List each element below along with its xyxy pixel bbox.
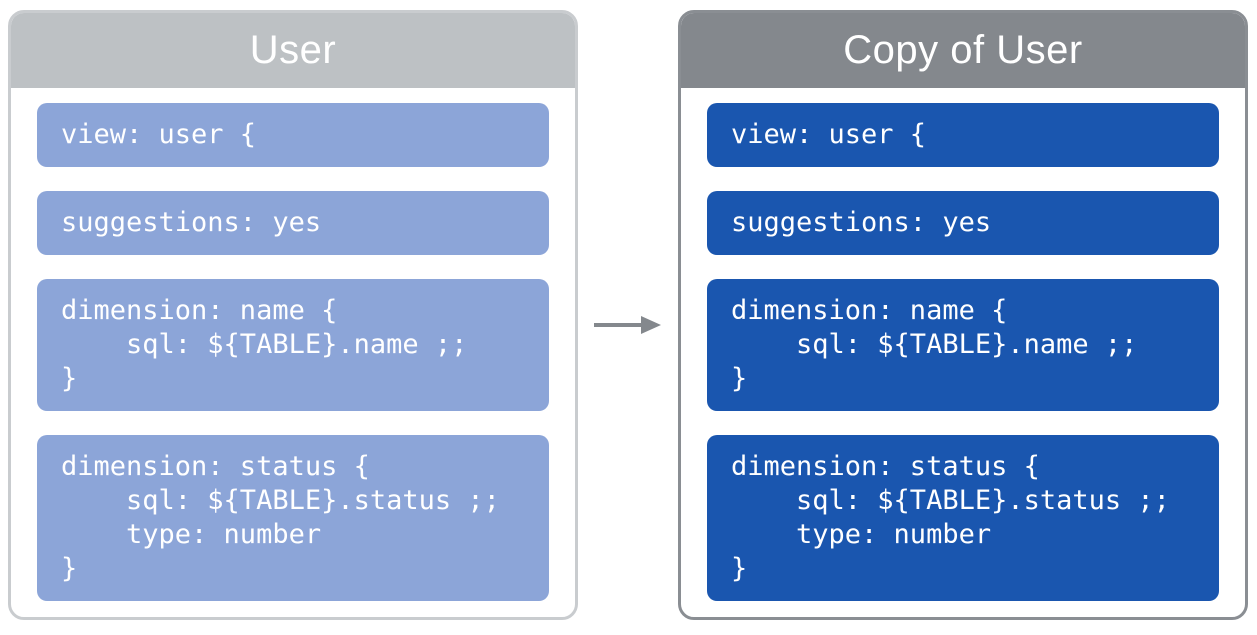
right-arrow-icon xyxy=(593,313,663,337)
code-line: suggestions: yes xyxy=(61,207,322,238)
code-block-dimension-name: dimension: name { sql: ${TABLE}.name ;; … xyxy=(707,279,1219,411)
panel-user: User view: user { suggestions: yes dimen… xyxy=(8,10,578,620)
panel-copy-of-user: Copy of User view: user { suggestions: y… xyxy=(678,10,1248,620)
code-line: dimension: status { xyxy=(731,451,1040,482)
code-line: dimension: status { xyxy=(61,451,370,482)
code-block-dimension-name: dimension: name { sql: ${TABLE}.name ;; … xyxy=(37,279,549,411)
code-line: } xyxy=(731,363,748,394)
code-line: } xyxy=(61,363,78,394)
panel-copy-of-user-header: Copy of User xyxy=(681,13,1245,88)
panel-user-body: view: user { suggestions: yes dimension:… xyxy=(11,88,575,617)
code-block-view: view: user { xyxy=(707,103,1219,167)
code-block-view: view: user { xyxy=(37,103,549,167)
code-line: type: number xyxy=(731,519,992,550)
code-line: view: user { xyxy=(61,119,257,150)
code-line: } xyxy=(731,553,748,584)
code-block-suggestions: suggestions: yes xyxy=(707,191,1219,255)
code-line: sql: ${TABLE}.status ;; xyxy=(731,485,1170,516)
panel-gap xyxy=(578,10,678,620)
panel-copy-of-user-body: view: user { suggestions: yes dimension:… xyxy=(681,88,1245,617)
panel-user-title: User xyxy=(249,28,337,72)
code-line: sql: ${TABLE}.status ;; xyxy=(61,485,500,516)
code-line: } xyxy=(61,553,78,584)
code-line: suggestions: yes xyxy=(731,207,992,238)
panel-copy-of-user-title: Copy of User xyxy=(843,28,1083,72)
code-line: dimension: name { xyxy=(731,295,1008,326)
code-line: sql: ${TABLE}.name ;; xyxy=(731,329,1138,360)
code-line: type: number xyxy=(61,519,322,550)
panel-user-header: User xyxy=(11,13,575,88)
code-block-dimension-status: dimension: status { sql: ${TABLE}.status… xyxy=(707,435,1219,601)
code-line: view: user { xyxy=(731,119,927,150)
code-block-dimension-status: dimension: status { sql: ${TABLE}.status… xyxy=(37,435,549,601)
code-line: sql: ${TABLE}.name ;; xyxy=(61,329,468,360)
code-block-suggestions: suggestions: yes xyxy=(37,191,549,255)
code-line: dimension: name { xyxy=(61,295,338,326)
